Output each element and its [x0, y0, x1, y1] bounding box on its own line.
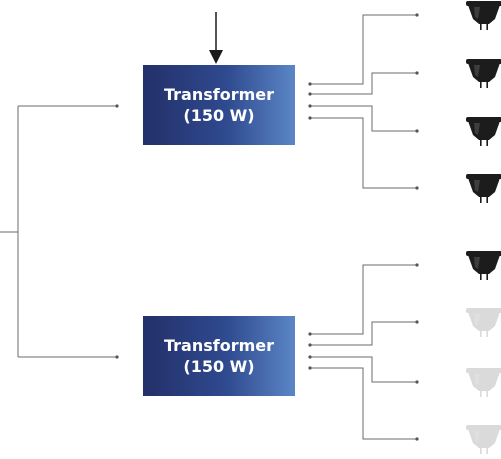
lamp-off-icon [466, 308, 501, 337]
lamp-off-icon [466, 368, 501, 397]
lamp-on-icon [466, 174, 501, 203]
terminal-dots [308, 13, 419, 441]
lamp-on-icon [466, 1, 501, 30]
transformer-rating: (150 W) [183, 357, 255, 376]
lamp-off-icon [466, 425, 501, 454]
lamp-on-icon [466, 59, 501, 88]
transformer-bottom: Transformer (150 W) [143, 316, 295, 396]
lamp-on-icon [466, 117, 501, 146]
terminal-dot [115, 355, 119, 359]
input-arrow [209, 12, 223, 64]
transformer-rating: (150 W) [183, 106, 255, 125]
output-wiring-top [310, 14, 417, 189]
transformer-top: Transformer (150 W) [143, 65, 295, 145]
feed-wiring [0, 105, 117, 358]
transformer-label: Transformer [163, 85, 274, 104]
transformer-label: Transformer [163, 336, 274, 355]
lamp-on-icon [466, 251, 501, 280]
lamps [466, 1, 501, 454]
terminal-dot [115, 104, 119, 108]
output-wiring-bottom [310, 264, 417, 440]
